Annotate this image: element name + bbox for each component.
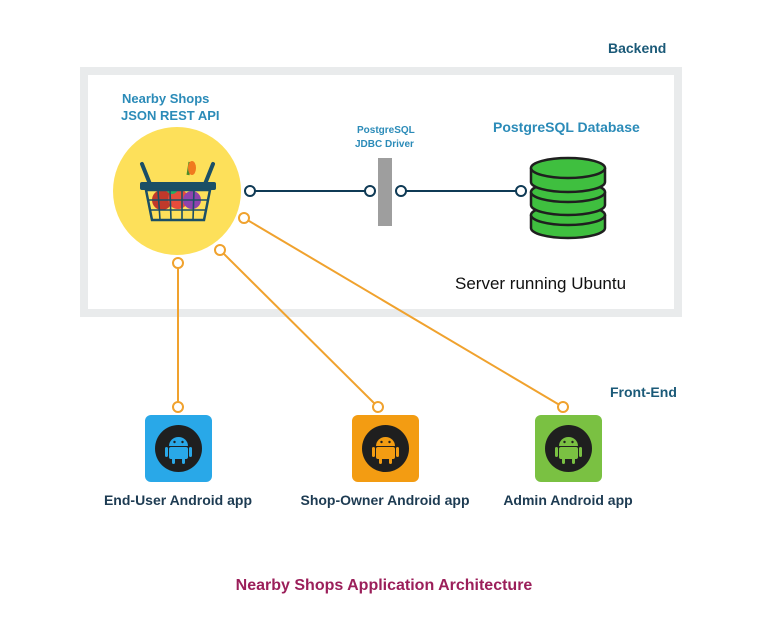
connector-dot — [172, 257, 184, 269]
frontend-connections — [177, 217, 564, 408]
driver-title-line1: PostgreSQL — [357, 125, 415, 136]
connector-dot — [395, 185, 407, 197]
connector-dot — [244, 185, 256, 197]
api-title-line2: JSON REST API — [121, 108, 220, 123]
diagram-caption: Nearby Shops Application Architecture — [235, 577, 533, 594]
connector-dot — [515, 185, 527, 197]
link-shopowner — [219, 249, 379, 408]
backend-connection — [244, 158, 527, 226]
link-admin — [243, 217, 564, 408]
connector-dot — [172, 401, 184, 413]
connector-dot — [372, 401, 384, 413]
connector-dot — [364, 185, 376, 197]
driver-title-line2: JDBC Driver — [355, 139, 414, 150]
database-cylinder-icon — [529, 156, 607, 240]
frontend-connectors — [172, 212, 569, 413]
shopping-basket-icon — [140, 161, 216, 222]
api-node — [113, 127, 241, 255]
admin-app-label: Admin Android app — [503, 492, 633, 508]
api-title-line1: Nearby Shops — [122, 91, 210, 106]
enduser-app-label: End-User Android app — [103, 492, 253, 508]
shopowner-app-label: Shop-Owner Android app — [300, 492, 470, 508]
connector-dot — [214, 244, 226, 256]
backend-section-label: Backend — [608, 40, 667, 56]
android-robot-icon — [155, 425, 202, 472]
driver-bar-icon — [378, 158, 392, 226]
admin-app-tile — [535, 415, 602, 482]
shopowner-app-tile — [352, 415, 419, 482]
connector-dot — [557, 401, 569, 413]
connector-dot — [238, 212, 250, 224]
frontend-section-label: Front-End — [610, 384, 677, 400]
android-robot-icon — [362, 425, 409, 472]
database-title: PostgreSQL Database — [493, 119, 640, 135]
enduser-app-tile — [145, 415, 212, 482]
android-robot-icon — [545, 425, 592, 472]
server-label: Server running Ubuntu — [455, 274, 627, 293]
